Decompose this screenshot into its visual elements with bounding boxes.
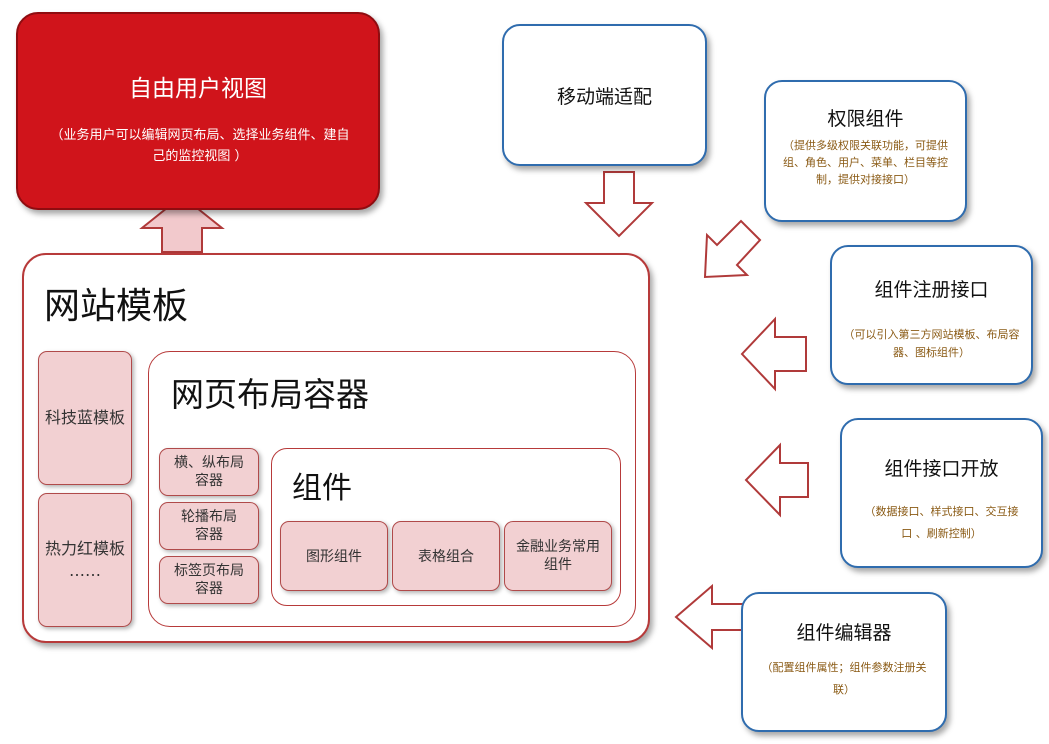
layout-container-title: 网页布局容器 xyxy=(171,375,369,414)
component-item-graphic: 图形组件 xyxy=(280,521,388,591)
free-user-view-title: 自由用户视图 xyxy=(129,76,267,102)
component-box: 组件 图形组件 表格组合 金融业务常用组件 xyxy=(271,448,621,606)
layout-item-horizontal-vertical: 横、纵布局容器 xyxy=(159,448,259,496)
register-desc: （可以引入第三方网站模板、布局容器、图标组件） xyxy=(843,328,1020,359)
template-item-tech-blue: 科技蓝模板 xyxy=(38,351,132,485)
component-item-label: 表格组合 xyxy=(418,549,474,565)
layout-item-carousel: 轮播布局容器 xyxy=(159,502,259,550)
free-user-view-desc: （业务用户可以编辑网页布局、选择业务组件、建自己的监控视图 ） xyxy=(50,128,350,164)
open-interface-box: 组件接口开放 （数据接口、样式接口、交互接口 、刷新控制） xyxy=(840,418,1043,568)
component-editor-box: 组件编辑器 （配置组件属性；组件参数注册关联） xyxy=(741,592,947,732)
mobile-adaptation-box: 移动端适配 xyxy=(502,24,707,166)
layout-item-label: 横、纵布局容器 xyxy=(174,454,244,489)
permission-component-box: 权限组件 （提供多级权限关联功能，可提供组、角色、用户、菜单、栏目等控制，提供对… xyxy=(764,80,967,222)
editor-desc: （配置组件属性；组件参数注册关联） xyxy=(761,661,927,696)
left-arrow-open-api xyxy=(744,442,809,518)
free-user-view-box: 自由用户视图 （业务用户可以编辑网页布局、选择业务组件、建自己的监控视图 ） xyxy=(16,12,380,210)
layout-container-box: 网页布局容器 横、纵布局容器 轮播布局容器 标签页布局容器 组件 图形组件 表格… xyxy=(148,351,636,627)
template-item-heat-red: 热力红模板 …… xyxy=(38,493,132,627)
editor-title: 组件编辑器 xyxy=(796,622,892,644)
component-item-table: 表格组合 xyxy=(392,521,500,591)
permission-title: 权限组件 xyxy=(827,108,904,130)
website-template-title: 网站模板 xyxy=(44,286,189,327)
permission-desc: （提供多级权限关联功能，可提供组、角色、用户、菜单、栏目等控制，提供对接接口） xyxy=(783,139,948,187)
component-item-finance: 金融业务常用组件 xyxy=(504,521,612,591)
mobile-adaptation-title: 移动端适配 xyxy=(556,85,652,108)
layout-item-tabs: 标签页布局容器 xyxy=(159,556,259,604)
up-arrow xyxy=(139,194,225,253)
left-arrow-editor xyxy=(674,583,745,651)
component-item-label: 图形组件 xyxy=(306,549,362,565)
diagonal-arrow xyxy=(703,219,762,279)
left-arrow-register xyxy=(740,316,807,392)
down-arrow xyxy=(583,171,655,238)
open-interface-desc: （数据接口、样式接口、交互接口 、刷新控制） xyxy=(864,505,1019,540)
component-item-label: 金融业务常用组件 xyxy=(516,538,600,573)
register-title: 组件注册接口 xyxy=(874,279,989,301)
component-title: 组件 xyxy=(292,471,352,506)
website-template-box: 网站模板 科技蓝模板 热力红模板 …… 网页布局容器 横、纵布局容器 轮播布局容… xyxy=(22,253,650,643)
register-interface-box: 组件注册接口 （可以引入第三方网站模板、布局容器、图标组件） xyxy=(830,245,1033,385)
template-item-label: 热力红模板 …… xyxy=(45,538,126,580)
open-interface-title: 组件接口开放 xyxy=(884,458,999,480)
layout-item-label: 标签页布局容器 xyxy=(174,562,244,597)
template-item-label: 科技蓝模板 xyxy=(45,407,126,427)
layout-item-label: 轮播布局容器 xyxy=(181,508,237,543)
